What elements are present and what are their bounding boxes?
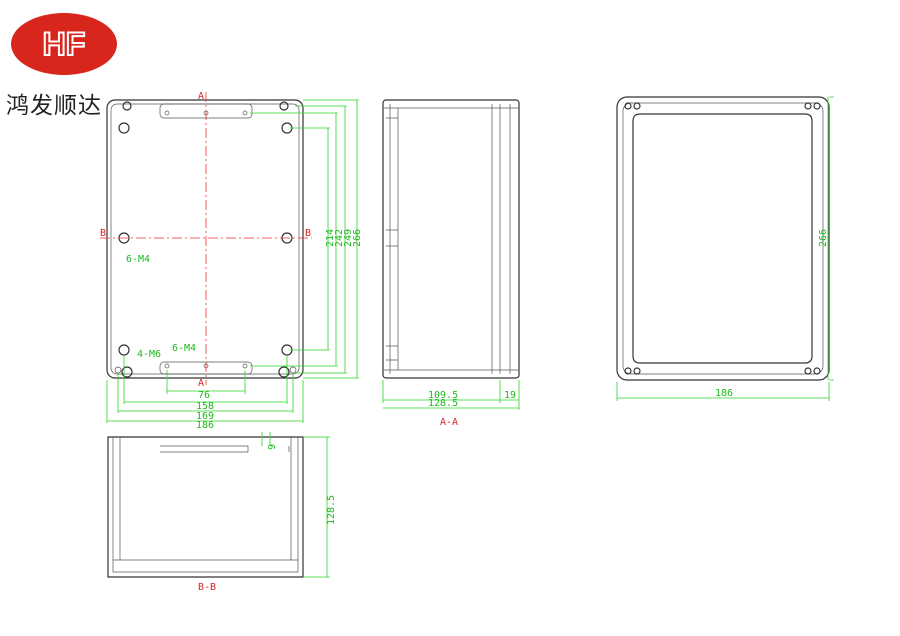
dim-169: 169: [196, 411, 214, 422]
view-label-b-b: B-B: [198, 582, 216, 593]
callout-6-m4: 6-M4: [126, 254, 150, 265]
hf-logo: HF: [11, 13, 117, 75]
dim-76: 76: [198, 390, 210, 401]
dim-242: 242: [334, 229, 345, 247]
back-view: 186 266: [616, 96, 834, 401]
svg-text:HF: HF: [43, 26, 86, 62]
side-view-a-a: 109.5 19 128.5 A-A: [382, 99, 520, 428]
section-a-bottom: A: [198, 378, 204, 389]
back-dim-186: 186: [715, 388, 733, 399]
section-b-left: B: [100, 228, 106, 239]
front-view: A A B B 6-M4 4-M6 6-M4 76 158 169 186 21…: [100, 91, 363, 431]
dim-19: 19: [504, 390, 516, 401]
back-dim-266: 266: [818, 229, 829, 247]
dim-266: 266: [352, 229, 363, 247]
dim-214: 214: [325, 229, 336, 247]
dim-9: 9: [267, 444, 278, 450]
dim-109-5: 109.5: [428, 390, 458, 401]
dim-249: 249: [343, 229, 354, 247]
dim-128-5-section: 128.5: [326, 495, 337, 525]
section-b-right: B: [305, 228, 311, 239]
callout-4-m6: 4-M6: [137, 349, 161, 360]
section-a-top: A: [198, 91, 204, 102]
dim-128-5: 128.5: [428, 398, 458, 409]
dim-186: 186: [196, 420, 214, 431]
view-label-a-a: A-A: [440, 417, 458, 428]
callout-6-m4-lower: 6-M4: [172, 343, 196, 354]
section-view-b-b: 9 128.5 B-B: [107, 432, 337, 593]
mounting-holes: [114, 101, 297, 378]
dim-158: 158: [196, 401, 214, 412]
brand-name: 鸿发顺达: [6, 93, 102, 119]
